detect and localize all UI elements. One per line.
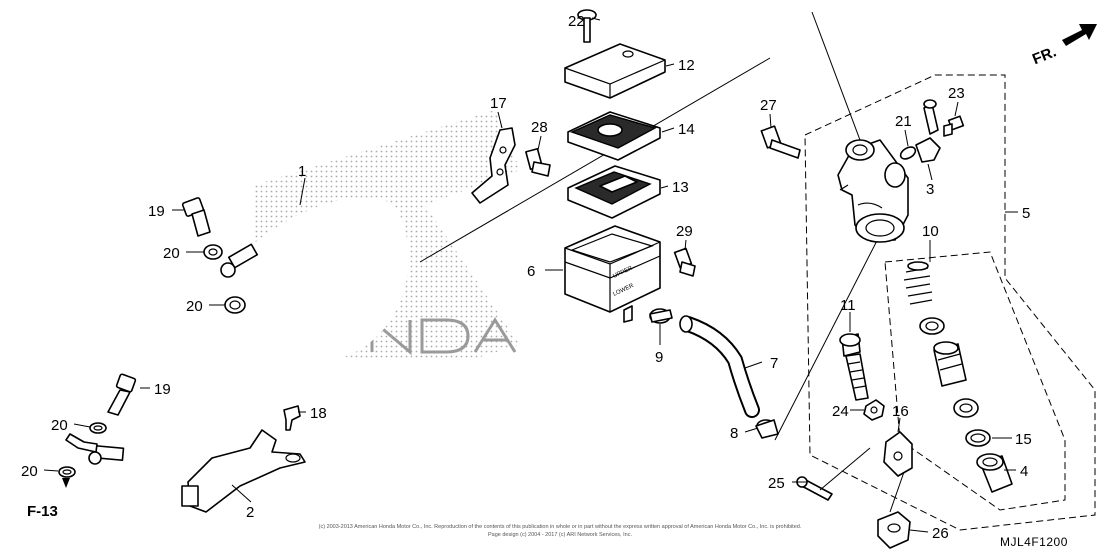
- banjo-bolt-upper[interactable]: [181, 197, 211, 237]
- hose-clip[interactable]: [283, 405, 301, 431]
- copyright-line-2: Page design (c) 2004 - 2017 (c) ARI Netw…: [488, 532, 632, 538]
- callout-10: 10: [922, 223, 939, 240]
- reference-arrow-icon: [62, 478, 70, 488]
- front-direction-label: FR.: [1030, 43, 1059, 68]
- joint-o-ring[interactable]: [899, 145, 918, 162]
- push-rod[interactable]: [839, 333, 869, 401]
- f13-reference[interactable]: F-13: [27, 478, 70, 520]
- diagram-code: MJL4F1200: [1000, 535, 1068, 549]
- callout-15: 15: [1015, 431, 1032, 448]
- callout-11: 11: [840, 297, 856, 314]
- cotter-pin[interactable]: [796, 476, 833, 501]
- reservoir-cap-screw[interactable]: [577, 9, 597, 43]
- callout-26: 26: [932, 525, 949, 542]
- callout-12: 12: [678, 57, 695, 74]
- sealing-washer-4[interactable]: [58, 466, 76, 478]
- callout-20b: 20: [186, 298, 203, 315]
- callout-25: 25: [768, 475, 785, 492]
- hose-clamp-bracket[interactable]: [181, 429, 306, 513]
- callout-3: 3: [926, 181, 934, 198]
- callout-13: 13: [672, 179, 689, 196]
- reservoir-bracket[interactable]: [471, 127, 516, 204]
- callout-29: 29: [676, 223, 693, 240]
- reservoir-hose-clip[interactable]: [649, 308, 673, 324]
- circlip[interactable]: [965, 429, 991, 447]
- callout-18: 18: [310, 405, 327, 422]
- piston: [933, 341, 967, 387]
- callout-16: 16: [892, 403, 909, 420]
- joint-screw[interactable]: [943, 115, 965, 137]
- secondary-cup: [953, 398, 979, 418]
- callout-4: 4: [1020, 463, 1028, 480]
- callout-19b: 19: [154, 381, 171, 398]
- callout-6: 6: [527, 263, 535, 280]
- callout-21: 21: [895, 113, 912, 130]
- callout-leaders: [43, 17, 1018, 533]
- callout-9: 9: [655, 349, 663, 366]
- callout-2: 2: [246, 504, 254, 521]
- spring-seat: [919, 317, 945, 335]
- callout-8: 8: [730, 425, 738, 442]
- callout-numbers: 1 2 3 4 5 6 7 8 9 10 11 12 13 14 15 16 1…: [21, 13, 1032, 542]
- push-rod-nut[interactable]: [863, 399, 885, 421]
- callout-23: 23: [948, 85, 965, 102]
- f13-reference-label: F-13: [27, 503, 58, 520]
- push-rod-clevis[interactable]: [883, 431, 913, 477]
- reservoir-tank[interactable]: UPPER LOWER: [564, 225, 661, 323]
- sealing-washer-3[interactable]: [89, 422, 107, 434]
- assembly-reference-lines: [419, 11, 886, 441]
- sealing-washer-2[interactable]: [224, 296, 246, 314]
- repair-kit-outline: [884, 251, 1066, 511]
- copyright-line-1: (c) 2003-2013 American Honda Motor Co., …: [319, 524, 802, 530]
- callout-20d: 20: [21, 463, 38, 480]
- callout-19a: 19: [148, 203, 165, 220]
- front-direction-arrow: FR.: [1030, 24, 1097, 68]
- callout-24: 24: [832, 403, 849, 420]
- callout-28: 28: [531, 119, 548, 136]
- push-rod-boot[interactable]: [976, 453, 1013, 493]
- callout-20c: 20: [51, 417, 68, 434]
- callout-20a: 20: [163, 245, 180, 262]
- callout-1: 1: [298, 163, 306, 180]
- piston-kit-parts[interactable]: [903, 261, 979, 418]
- reservoir-mount-bolt[interactable]: [673, 247, 696, 277]
- hose-clip-lower[interactable]: [755, 419, 779, 439]
- callout-14: 14: [678, 121, 695, 138]
- joint-pin[interactable]: [877, 511, 911, 549]
- banjo-bolt-lower[interactable]: [107, 373, 137, 416]
- callout-5: 5: [1022, 205, 1030, 222]
- diaphragm-plate[interactable]: [567, 111, 661, 161]
- reservoir-cap[interactable]: [564, 43, 666, 99]
- callout-17: 17: [490, 95, 507, 112]
- callout-27: 27: [760, 97, 777, 114]
- callout-7: 7: [770, 355, 778, 372]
- master-cylinder-assembly-outline: [804, 74, 1096, 531]
- master-cylinder-bolt[interactable]: [760, 125, 801, 159]
- copyright-footer: (c) 2003-2013 American Honda Motor Co., …: [319, 524, 802, 538]
- callout-22: 22: [568, 13, 585, 30]
- reservoir-hose[interactable]: [679, 315, 760, 418]
- brake-hose[interactable]: [65, 197, 409, 465]
- master-cylinder-body[interactable]: [837, 139, 909, 243]
- bracket-bolt[interactable]: [525, 147, 551, 177]
- sealing-washer-1[interactable]: [203, 244, 223, 260]
- reservoir-diaphragm[interactable]: [567, 165, 661, 219]
- hose-joint[interactable]: [915, 99, 941, 163]
- return-spring: [903, 261, 933, 305]
